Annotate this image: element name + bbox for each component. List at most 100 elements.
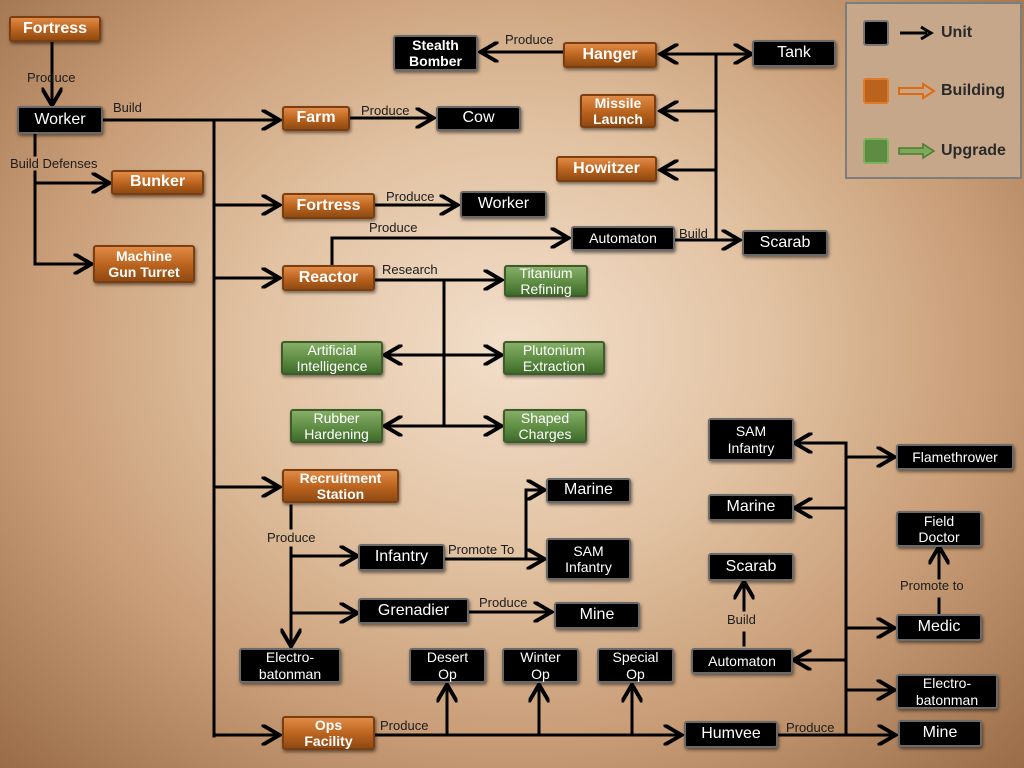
produce-label: Produce — [786, 720, 835, 735]
node-label: Charges — [518, 426, 572, 442]
node-label: Worker — [34, 110, 86, 128]
node-label: Mine — [922, 724, 958, 742]
node-label: Fortress — [296, 196, 361, 214]
node-label: Stealth — [412, 36, 459, 53]
electro-batonman-unit-node[interactable]: Electro-batonman — [896, 674, 998, 709]
node-label: Machine — [115, 247, 172, 264]
grenadier-unit-node[interactable]: Grenadier — [358, 598, 469, 624]
node-label: Titanium — [519, 264, 573, 281]
legend-upgrade-label: Upgrade — [941, 142, 1006, 159]
legend-building-label: Building — [941, 82, 1005, 99]
node-label: Op — [438, 665, 457, 682]
node-label: Desert — [426, 649, 469, 666]
build-defenses-label: Build Defenses — [10, 156, 98, 171]
node-label: Electro- — [922, 675, 972, 692]
bunker-building-node[interactable]: Bunker — [111, 170, 204, 195]
mine-unit-node[interactable]: Mine — [554, 602, 640, 629]
worker-unit-node[interactable]: Worker — [17, 106, 103, 134]
cow-unit-node[interactable]: Cow — [436, 106, 521, 131]
node-label: Automaton — [589, 230, 657, 247]
node-label: Automaton — [708, 652, 776, 669]
node-label: Farm — [296, 109, 336, 127]
node-label: SAM — [573, 542, 604, 559]
node-label: Cow — [462, 109, 495, 127]
automaton-unit-node[interactable]: Automaton — [691, 648, 793, 674]
node-label: Missile — [594, 94, 642, 111]
produce-label: Produce — [505, 32, 554, 47]
legend: Unit Building Upgrade — [845, 2, 1022, 179]
electro-batonman-unit-node[interactable]: Electro-batonman — [239, 648, 341, 683]
node-label: Extraction — [522, 358, 586, 374]
medic-unit-node[interactable]: Medic — [896, 614, 982, 641]
node-label: Station — [316, 486, 365, 502]
scarab-unit-node[interactable]: Scarab — [742, 230, 828, 256]
node-label: Op — [531, 665, 550, 682]
flamethrower-unit-node[interactable]: Flamethrower — [896, 444, 1014, 470]
node-label: Medic — [917, 618, 961, 636]
automaton-unit-node[interactable]: Automaton — [571, 226, 675, 251]
node-label: Humvee — [701, 725, 761, 743]
infantry-unit-node[interactable]: Infantry — [358, 544, 445, 571]
node-label: Mine — [579, 606, 615, 624]
node-label: Grenadier — [377, 601, 450, 619]
unit-arrow-icon — [900, 25, 934, 41]
farm-building-node[interactable]: Farm — [282, 106, 350, 131]
mine-unit-node[interactable]: Mine — [898, 720, 982, 747]
reactor-building-node[interactable]: Reactor — [282, 265, 375, 291]
node-label: Electro- — [265, 649, 315, 666]
marine-unit-node[interactable]: Marine — [708, 494, 794, 521]
scarab-unit-node[interactable]: Scarab — [708, 553, 794, 581]
fortress-building-node[interactable]: Fortress — [282, 193, 375, 219]
node-label: Bunker — [129, 173, 186, 191]
building-arrow-icon — [898, 82, 936, 100]
node-label: Op — [626, 665, 645, 682]
produce-label: Produce — [361, 103, 410, 118]
node-label: Infantry — [727, 439, 775, 456]
node-label: Ops — [314, 716, 343, 733]
node-label: Reactor — [298, 268, 359, 286]
upgrade-arrow-icon — [898, 142, 936, 160]
marine-unit-node[interactable]: Marine — [546, 478, 631, 503]
howitzer-building-node[interactable]: Howitzer — [556, 156, 657, 182]
node-label: Bomber — [409, 53, 462, 69]
hanger-building-node[interactable]: Hanger — [563, 42, 657, 68]
node-label: batonman — [915, 691, 979, 708]
node-label: Hardening — [304, 426, 369, 442]
build-label: Build — [113, 100, 142, 115]
produce-label: Produce — [27, 70, 76, 85]
legend-building-row: Building — [847, 78, 1020, 108]
node-label: batonman — [258, 665, 322, 682]
node-label: Intelligence — [296, 358, 368, 374]
humvee-unit-node[interactable]: Humvee — [684, 721, 778, 748]
node-label: Infantry — [565, 559, 612, 575]
produce-label: Produce — [479, 595, 528, 610]
build-label: Build — [679, 226, 708, 241]
node-label: Facility — [304, 733, 353, 749]
node-label: Infantry — [374, 548, 429, 566]
node-label: Fortress — [22, 19, 88, 37]
node-label: Marine — [564, 481, 613, 499]
produce-label: Produce — [267, 530, 316, 545]
node-label: Howitzer — [573, 159, 640, 177]
fortress-building-node[interactable]: Fortress — [9, 16, 101, 42]
node-label: Launch — [593, 111, 643, 127]
worker-unit-node[interactable]: Worker — [460, 191, 547, 218]
node-label: Scarab — [725, 557, 777, 575]
tank-unit-node[interactable]: Tank — [752, 40, 836, 67]
